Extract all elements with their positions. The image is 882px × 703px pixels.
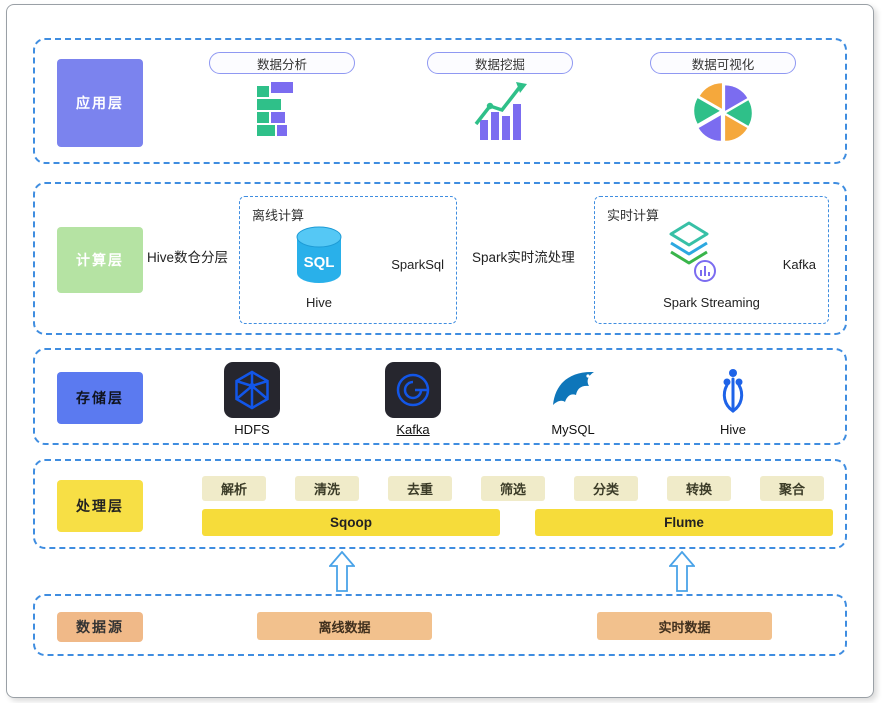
storage-item-hive: Hive [688,362,778,437]
hive-icon [711,362,755,418]
storage-item-kafka: Kafka [368,362,458,437]
process-tags-row: 解析 清洗 去重 筛选 分类 转换 聚合 [202,476,824,501]
data-source-layer-label: 数据源 [57,612,143,642]
application-layer-label: 应用层 [57,59,143,147]
up-arrow-icon [669,551,695,592]
storage-layer-label: 存储层 [57,372,143,424]
hive-icon-label: Hive [305,295,332,310]
app-item-data-visualization: 数据可视化 [650,52,796,144]
pie-chart-icon [694,83,752,141]
hdfs-icon [224,362,280,418]
storage-item-hdfs: HDFS [207,362,297,437]
sparksql-text: SparkSql [391,257,444,272]
data-visualization-pill: 数据可视化 [650,52,796,74]
flume-bar: Flume [535,509,833,536]
tag-clean: 清洗 [295,476,359,501]
hive-warehouse-text: Hive数仓分层 [147,250,229,265]
outer-frame [6,4,874,698]
storage-item-mysql: MySQL [528,362,618,437]
bar-chart-icon [257,82,293,136]
application-layer: 应用层 数据分析 数据挖掘 [33,38,847,164]
storage-layer: 存储层 HDFS [33,348,847,445]
data-analysis-pill: 数据分析 [209,52,355,74]
realtime-data-bar: 实时数据 [597,612,772,640]
spark-streaming-text: Spark实时流处理 [472,250,575,265]
sql-icon-text: SQL [304,254,335,271]
offline-compute-box: 离线计算 SQL Hive SparkSql [239,196,457,324]
spark-layers-icon [661,219,719,288]
tag-transform: 转换 [667,476,731,501]
compute-layer-label: 计算层 [57,227,143,293]
tag-aggregate: 聚合 [760,476,824,501]
data-mining-pill: 数据挖掘 [427,52,573,74]
kafka-text: Kafka [782,257,816,272]
mysql-dolphin-icon [548,362,598,418]
realtime-compute-title: 实时计算 [607,208,660,223]
data-source-layer: 数据源 离线数据 实时数据 [33,594,847,656]
compute-layer: 计算层 Hive数仓分层 离线计算 SQL Hive SparkSql Spar… [33,182,847,335]
tag-parse: 解析 [202,476,266,501]
tag-filter: 筛选 [481,476,545,501]
app-item-data-mining: 数据挖掘 [427,52,573,142]
sqoop-bar: Sqoop [202,509,500,536]
realtime-compute-box: 实时计算 Spark Streaming Ka [594,196,829,324]
process-layer-label: 处理层 [57,480,143,532]
kafka-label: Kafka [396,422,430,437]
tag-dedup: 去重 [388,476,452,501]
offline-compute-title: 离线计算 [252,208,305,223]
offline-data-bar: 离线数据 [257,612,432,640]
process-layer: 处理层 解析 清洗 去重 筛选 分类 转换 聚合 Sqoop Flume [33,459,847,549]
mysql-label: MySQL [551,422,595,437]
up-arrow-icon [329,551,355,592]
hive-storage-label: Hive [719,422,746,437]
mining-chart-icon [474,82,527,140]
sql-database-icon: SQL [288,221,350,296]
hdfs-label: HDFS [234,422,270,437]
spark-streaming-icon-label: Spark Streaming [663,295,760,310]
kafka-icon [385,362,441,418]
app-item-data-analysis: 数据分析 [209,52,355,142]
tag-classify: 分类 [574,476,638,501]
